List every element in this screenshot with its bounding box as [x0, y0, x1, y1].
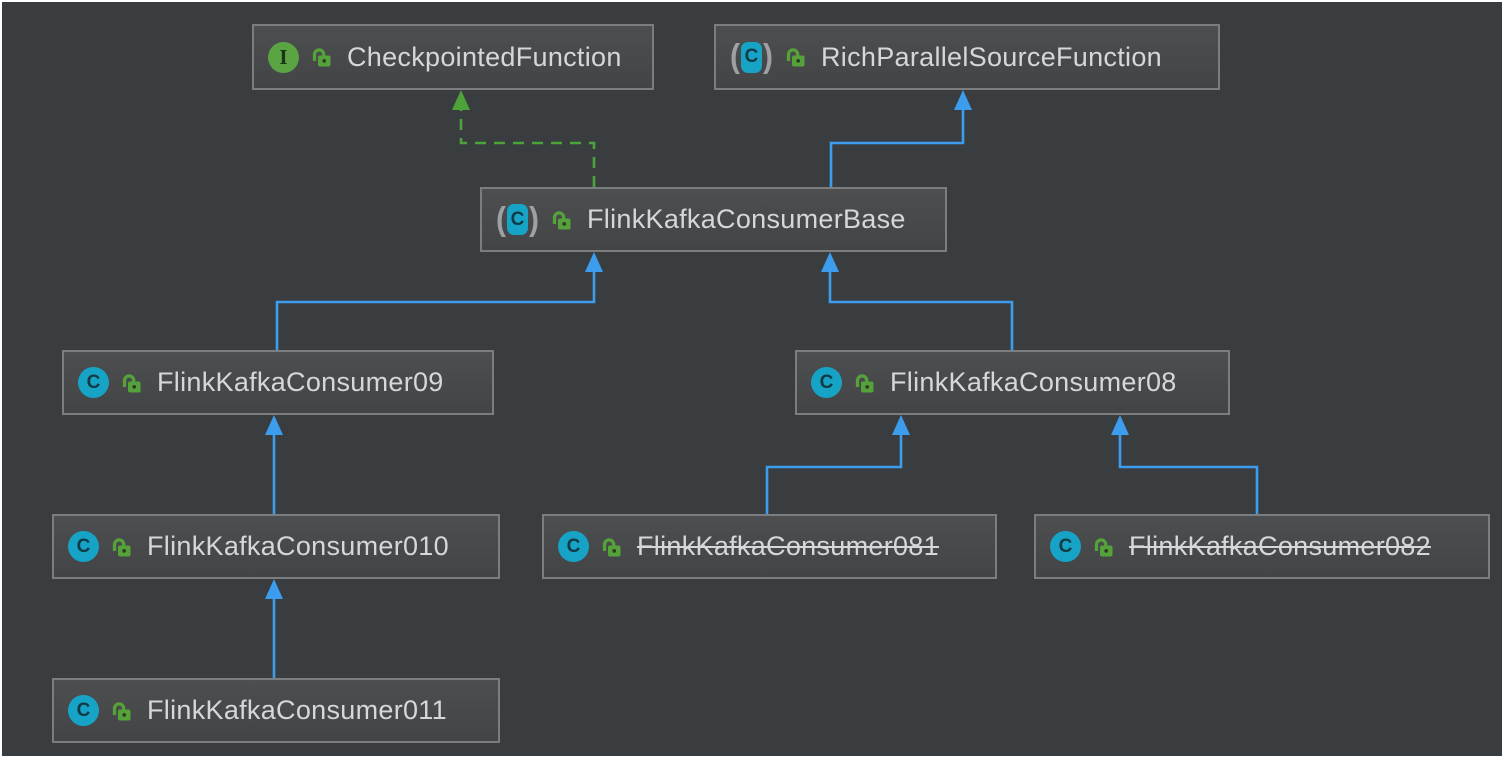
class-icon: C — [68, 695, 99, 726]
edge-extends-flink-kafka-consumer-09-to-flink-kafka-consumer-base — [275, 252, 603, 350]
class-name-label: FlinkKafkaConsumer011 — [147, 695, 447, 725]
class-name-label: RichParallelSourceFunction — [821, 41, 1162, 72]
class-node-rich-parallel-source-function[interactable]: (C) RichParallelSourceFunction — [714, 24, 1220, 90]
class-node-flink-kafka-consumer-base[interactable]: (C) FlinkKafkaConsumerBase — [480, 187, 947, 252]
public-unlocked-icon — [312, 48, 331, 67]
public-unlocked-icon — [112, 537, 131, 556]
class-name-label: CheckpointedFunction — [347, 41, 622, 72]
edge-extends-flink-kafka-consumer-082-to-flink-kafka-consumer-08 — [1111, 415, 1259, 514]
class-icon: C — [1050, 531, 1081, 562]
class-node-flink-kafka-consumer-081[interactable]: C FlinkKafkaConsumer081 — [542, 514, 997, 579]
class-name-label: FlinkKafkaConsumer08 — [890, 367, 1177, 397]
class-icon: C — [68, 531, 99, 562]
public-unlocked-icon — [855, 373, 874, 392]
interface-icon: I — [268, 41, 299, 73]
edge-extends-flink-kafka-consumer-010-to-flink-kafka-consumer-09 — [265, 415, 283, 514]
class-name-label: FlinkKafkaConsumer081 — [637, 531, 939, 561]
class-icon: C — [811, 367, 842, 398]
edge-extends-flink-kafka-consumer-08-to-flink-kafka-consumer-base — [821, 252, 1014, 350]
edge-implements-flink-kafka-consumer-base-to-checkpointed-function — [452, 90, 596, 187]
class-node-flink-kafka-consumer-011[interactable]: C FlinkKafkaConsumer011 — [52, 678, 500, 743]
abstract-class-icon: (C) — [496, 200, 539, 238]
abstract-class-icon: (C) — [730, 38, 773, 75]
class-name-label: FlinkKafkaConsumer09 — [157, 367, 444, 397]
public-unlocked-icon — [602, 537, 621, 556]
class-icon: C — [558, 531, 589, 562]
class-node-flink-kafka-consumer-010[interactable]: C FlinkKafkaConsumer010 — [52, 514, 500, 579]
public-unlocked-icon — [552, 210, 571, 229]
public-unlocked-icon — [786, 48, 805, 67]
class-name-label: FlinkKafkaConsumer082 — [1129, 531, 1431, 561]
class-name-label: FlinkKafkaConsumerBase — [587, 204, 906, 234]
public-unlocked-icon — [1094, 537, 1113, 556]
class-node-flink-kafka-consumer-082[interactable]: C FlinkKafkaConsumer082 — [1034, 514, 1490, 579]
class-node-checkpointed-function[interactable]: I CheckpointedFunction — [252, 24, 654, 90]
class-node-flink-kafka-consumer-09[interactable]: C FlinkKafkaConsumer09 — [62, 350, 494, 415]
edge-extends-flink-kafka-consumer-base-to-rich-parallel-source-function — [829, 90, 972, 187]
class-node-flink-kafka-consumer-08[interactable]: C FlinkKafkaConsumer08 — [795, 350, 1230, 415]
public-unlocked-icon — [112, 701, 131, 720]
public-unlocked-icon — [122, 373, 141, 392]
edge-extends-flink-kafka-consumer-011-to-flink-kafka-consumer-010 — [265, 579, 283, 678]
class-name-label: FlinkKafkaConsumer010 — [147, 531, 449, 561]
edge-extends-flink-kafka-consumer-081-to-flink-kafka-consumer-08 — [765, 415, 910, 514]
class-icon: C — [78, 367, 109, 398]
